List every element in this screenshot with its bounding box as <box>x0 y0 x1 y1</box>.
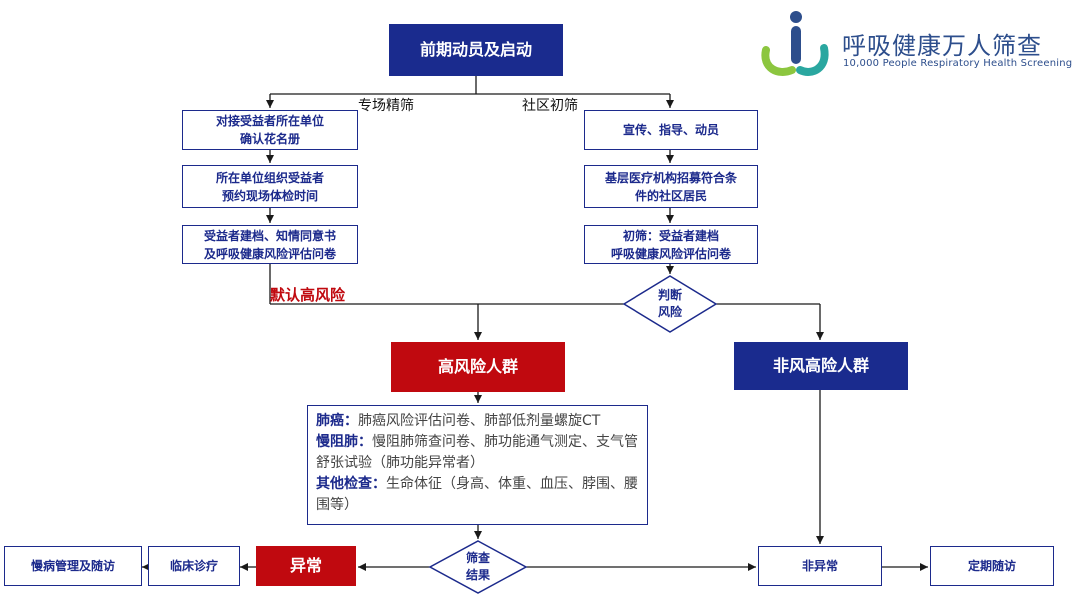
test-other: 其他检查：生命体征（身高、体重、血压、脖围、腰围等） <box>316 474 639 516</box>
step-record-consent: 受益者建档、知情同意书及呼吸健康风险评估问卷 <box>182 225 358 264</box>
start-node: 前期动员及启动 <box>389 24 563 76</box>
normal-node: 非异常 <box>758 546 882 586</box>
high-risk-group: 高风险人群 <box>391 342 565 392</box>
test-copd-key: 慢阻肺： <box>316 434 372 450</box>
test-lung-cancer: 肺癌：肺癌风险评估问卷、肺部低剂量螺旋CT <box>316 411 639 432</box>
logo-subtitle: 10,000 People Respiratory Health Screeni… <box>843 58 1072 69</box>
screen-result-line-2: 结果 <box>465 568 490 582</box>
test-copd: 慢阻肺：慢阻肺筛查问卷、肺功能通气测定、支气管舒张试验（肺功能异常者） <box>316 432 639 474</box>
step-record-consent-line-2: 及呼吸健康风险评估问卷 <box>203 246 336 261</box>
risk-judge-text: 判断 风险 <box>640 287 700 321</box>
risk-judge-line-1: 判断 <box>657 288 682 302</box>
branch-label-onsite: 专场精筛 <box>358 98 414 114</box>
risk-judge-diamond <box>622 275 718 333</box>
step-record-consent-line-1: 受益者建档、知情同意书 <box>203 228 336 243</box>
step-recruit-residents: 基层医疗机构招募符合条件的社区居民 <box>584 165 758 208</box>
step-schedule-checkup-line-2: 预约现场体检时间 <box>221 188 318 203</box>
logo-icon <box>761 11 829 76</box>
risk-judge-line-2: 风险 <box>657 305 682 319</box>
step-initial-screening-line-1: 初筛：受益者建档 <box>622 228 719 243</box>
screening-tests-box: 肺癌：肺癌风险评估问卷、肺部低剂量螺旋CT 慢阻肺：慢阻肺筛查问卷、肺功能通气测… <box>307 405 648 525</box>
abnormal-node: 异常 <box>256 546 356 586</box>
step-recruit-residents-line-2: 件的社区居民 <box>634 188 707 203</box>
regular-followup-node: 定期随访 <box>930 546 1054 586</box>
default-high-risk-label: 默认高风险 <box>270 286 346 304</box>
step-publicize: 宣传、指导、动员 <box>584 110 758 150</box>
step-initial-screening: 初筛：受益者建档呼吸健康风险评估问卷 <box>584 225 758 264</box>
chronic-management-node: 慢病管理及随访 <box>4 546 142 586</box>
step-confirm-roster-line-1: 对接受益者所在单位 <box>215 114 324 128</box>
step-confirm-roster: 对接受益者所在单位确认花名册 <box>182 110 358 150</box>
screen-result-diamond <box>428 540 528 594</box>
test-copd-text: 慢阻肺筛查问卷、肺功能通气测定、支气管舒张试验（肺功能异常者） <box>316 434 638 471</box>
test-other-key: 其他检查： <box>316 476 386 492</box>
screen-result-line-1: 筛查 <box>465 551 490 565</box>
non-high-risk-group: 非风高险人群 <box>734 342 908 390</box>
test-lung-cancer-text: 肺癌风险评估问卷、肺部低剂量螺旋CT <box>358 413 601 429</box>
clinical-treatment-node: 临床诊疗 <box>148 546 240 586</box>
step-confirm-roster-line-2: 确认花名册 <box>239 132 300 146</box>
step-recruit-residents-line-1: 基层医疗机构招募符合条 <box>604 170 737 185</box>
step-initial-screening-line-2: 呼吸健康风险评估问卷 <box>610 246 731 261</box>
test-lung-cancer-key: 肺癌： <box>316 413 358 429</box>
logo-title: 呼吸健康万人筛查 <box>842 32 1042 60</box>
screen-result-text: 筛查 结果 <box>448 550 508 584</box>
branch-label-community: 社区初筛 <box>522 98 578 114</box>
step-schedule-checkup-line-1: 所在单位组织受益者 <box>215 170 324 185</box>
step-schedule-checkup: 所在单位组织受益者预约现场体检时间 <box>182 165 358 208</box>
test-other-text: 生命体征（身高、体重、血压、脖围、腰围等） <box>316 476 638 513</box>
